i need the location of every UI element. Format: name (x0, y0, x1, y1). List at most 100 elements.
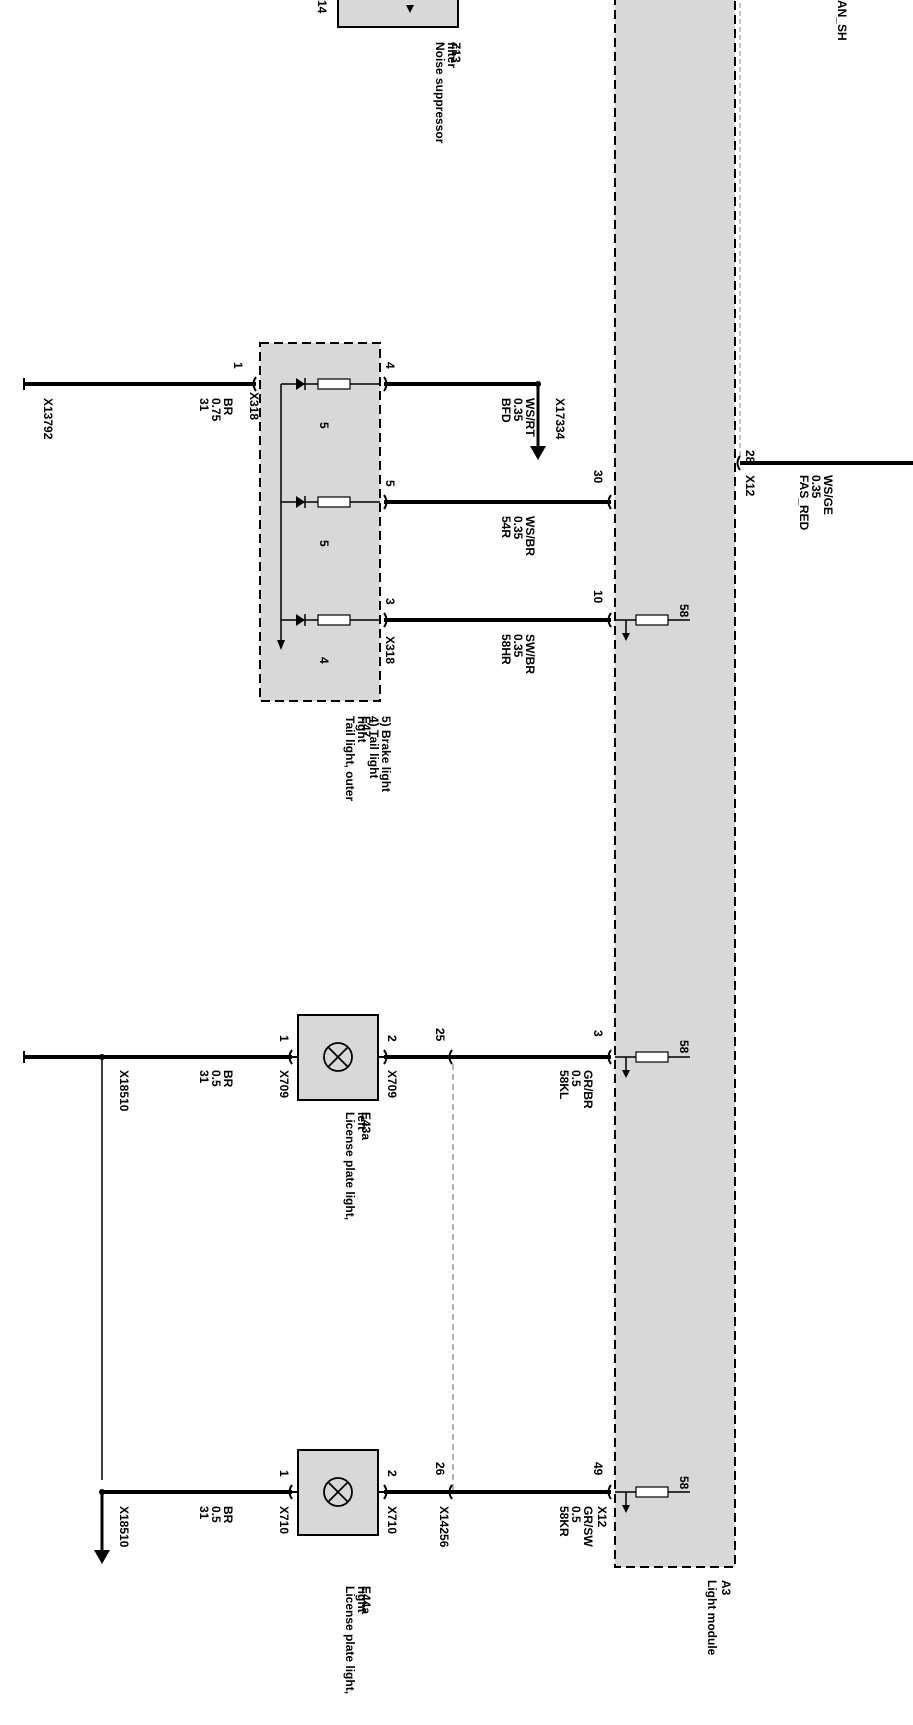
light-module-body (614, 0, 736, 1568)
bfd-arrow-icon (530, 446, 546, 460)
e47-id: E47 (359, 716, 373, 738)
e47-bulb-label: 5 (317, 540, 331, 547)
e47-bulb-4-tail (281, 614, 380, 626)
bfd-connector: X17334 (553, 398, 567, 440)
e44a-ground-color: BR (221, 1506, 235, 1524)
wire-58kr-internal-arrow-icon (622, 1505, 630, 1513)
wire-58hr-module-pin: 10 (591, 590, 605, 604)
z13-id: Z13 (449, 42, 463, 63)
wire-58kr-module-pin: 49 (591, 1462, 605, 1476)
wire-58kl-module-contact (607, 1049, 612, 1065)
wire-58hr-gauge: 0.35 (511, 634, 525, 658)
license-plate-light-right-e44a: 2 1 X710 X710 E44a License plate light, … (277, 1449, 399, 1694)
e43a-pin-in: 2 (385, 1035, 399, 1042)
e44a-ground-connector: X18510 (117, 1506, 131, 1548)
wire-58kr-contact (383, 1484, 388, 1500)
e47-bulb-icon (317, 614, 351, 626)
wire-58hr-internal-resistor-icon (635, 614, 669, 626)
wire-58kl-fuse: 58 (677, 1040, 691, 1054)
e47-name-line1: Tail light, outer (343, 716, 357, 801)
e43a-ground-contact (288, 1049, 293, 1065)
e43a-lamp-icon (323, 1042, 353, 1072)
e43a-ground-connector: X18510 (117, 1070, 131, 1112)
wire-58kr-fuse: 58 (677, 1476, 691, 1490)
wire-54r-module-contact (607, 494, 612, 510)
wire-58kr-splice-pin: 26 (433, 1462, 447, 1476)
wire-58kl-module-pin: 3 (591, 1030, 605, 1037)
e47-bulb-label: 5 (317, 422, 331, 429)
wire-58hr-color: SW/BR (523, 634, 537, 674)
e47-ground-gauge: 0.75 (209, 398, 223, 422)
bfd-gauge: 0.35 (511, 398, 525, 422)
e44a-ground-wire: X18510 31 0.5 BR (94, 1484, 293, 1564)
wire-58kr-color: GR/SW (581, 1506, 595, 1547)
license-plate-light-left-e43a: 2 1 X709 X709 E43a License plate light, … (277, 1014, 399, 1220)
wire-58kr-signal: 58KR (557, 1506, 571, 1537)
noise-suppressor-z13: 14 Z13 Noise suppressor filter (315, 0, 463, 144)
e47-desc1: 4) Tail light (367, 716, 381, 778)
e43a-pin-gnd: 1 (277, 1035, 291, 1042)
e43a-id: E43a (359, 1112, 373, 1140)
wire-54r-contact (383, 494, 388, 510)
wire-58kl-splice-contact (448, 1049, 453, 1065)
bfd-signal: BFD (499, 398, 513, 423)
e47-bulb-4-brake (281, 378, 380, 390)
wire-58hr-contact (383, 612, 388, 628)
wire-58kr-splice-connector: X14256 (437, 1506, 451, 1548)
e47-diode-icon (296, 496, 305, 508)
e44a-connector-gnd: X710 (277, 1506, 291, 1534)
wire-54r: 30 54R 0.35 WS/BR (383, 470, 612, 556)
e44a-ground-contact (288, 1484, 293, 1500)
e47-bulb-icon (317, 378, 351, 390)
fas-red-color: WS/GE (821, 475, 835, 515)
wire-58hr: 10 58HR 0.35 SW/BR 58 (383, 590, 691, 674)
e44a-ground-gauge: 0.5 (209, 1506, 223, 1523)
wire-58kl-contact (383, 1049, 388, 1065)
e44a-name-line1: License plate light, (343, 1586, 357, 1694)
e47-pin: 1 (231, 362, 245, 369)
wire-58kl-gauge: 0.5 (569, 1070, 583, 1087)
e47-ground-wire: X13792 31 0.75 BR (23, 376, 257, 440)
fas-red-gauge: 0.35 (809, 475, 823, 499)
e44a-pin-gnd: 1 (277, 1470, 291, 1477)
e47-diode-icon (296, 614, 305, 626)
wire-58kl-splice-pin: 25 (433, 1028, 447, 1042)
e47-name-line2: right (355, 716, 369, 743)
wire-54r-module-pin: 30 (591, 470, 605, 484)
e47-ground-arrow-icon (277, 640, 285, 650)
e43a-ground-wire: X18510 31 0.5 BR (23, 1049, 293, 1480)
e47-diode-icon (296, 378, 305, 390)
e44a-lamp-icon (323, 1477, 353, 1507)
z13-pin: 14 (315, 0, 329, 14)
z13-arrow-icon (406, 5, 414, 13)
e43a-ground-signal: 31 (197, 1070, 211, 1084)
fas-red-signal: FAS_RED (797, 475, 811, 531)
light-module-id: A3 (719, 1580, 733, 1596)
light-module-a3: A3 Light module AN_SH (614, 0, 849, 1656)
bfd-contact (383, 376, 388, 392)
wire-54r-gauge: 0.35 (511, 516, 525, 540)
wire-58kr-module-connector: X12 (595, 1506, 609, 1528)
e47-ground-signal: 31 (197, 398, 211, 412)
e47-bulb-icon (317, 496, 351, 508)
e47-pin: 5 (383, 480, 397, 487)
wire-58hr-module-contact (607, 612, 612, 628)
fas-red-contact (736, 455, 741, 471)
e44a-id: E44a (359, 1586, 373, 1614)
wire-58kl-internal-resistor-icon (635, 1051, 669, 1063)
wire-58hr-signal: 58HR (499, 634, 513, 665)
light-module-name: Light module (705, 1580, 719, 1656)
e47-ground-contact (252, 376, 257, 392)
e43a-connector-in: X709 (385, 1070, 399, 1098)
z13-name-line1: Noise suppressor (433, 42, 447, 144)
bfd-color: WS/RT (523, 398, 537, 437)
wire-54r-color: WS/BR (523, 516, 537, 556)
fas-red-connector: X12 (743, 475, 757, 497)
tail-light-e47: 5 5 4 4 5 3 1 X318 X318 E47 Tail light, … (231, 342, 397, 801)
e47-ground-color: BR (221, 398, 235, 416)
wire-54r-signal: 54R (499, 516, 513, 538)
e47-pin: 4 (383, 362, 397, 369)
e44a-ground-signal: 31 (197, 1506, 211, 1520)
wire-58kl-signal: 58KL (557, 1070, 571, 1099)
